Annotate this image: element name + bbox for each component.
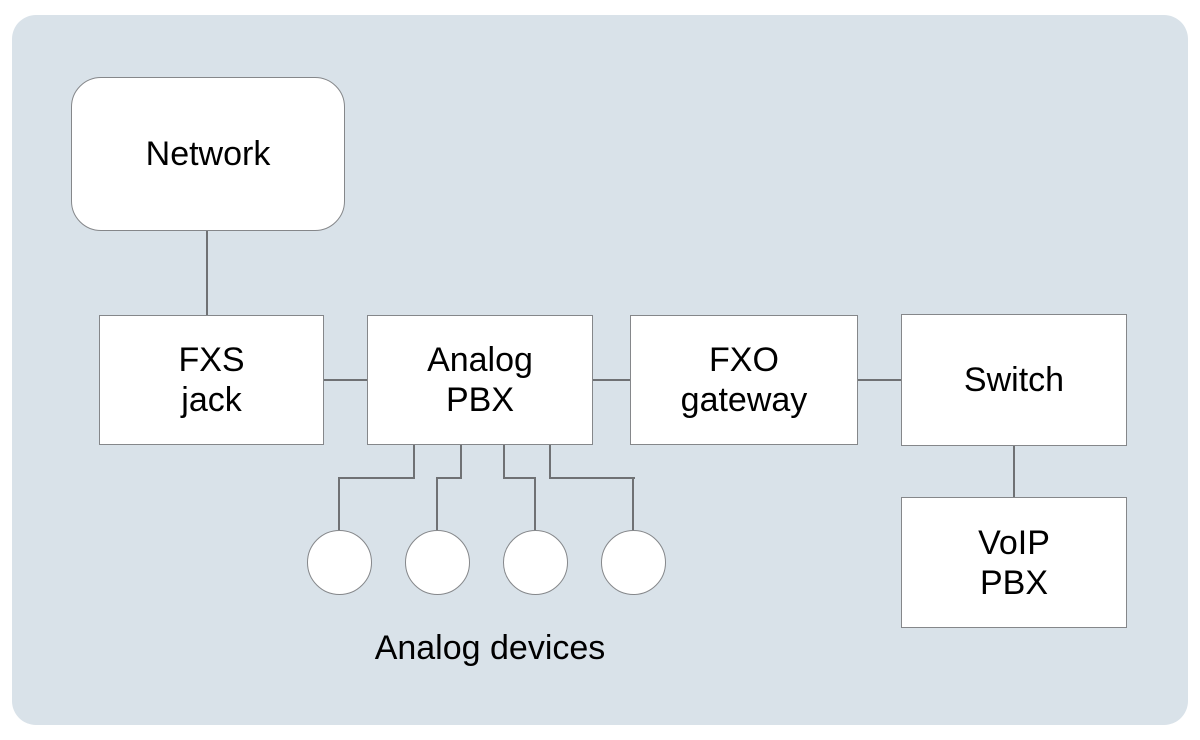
connector-pbx-device3-elbow <box>503 477 536 479</box>
connector-pbx-device4-stub <box>549 445 551 479</box>
connector-pbx-device1-elbow <box>338 477 415 479</box>
analog-pbx-node: Analog PBX <box>367 315 593 445</box>
connector-pbx-device4-elbow <box>549 477 635 479</box>
connector-pbx-device2-drop <box>436 477 438 530</box>
connector-pbx-device4-drop <box>632 477 634 530</box>
analog-devices-label: Analog devices <box>374 629 606 667</box>
connector-network-fxs <box>206 231 208 315</box>
switch-node-label: Switch <box>963 361 1065 399</box>
connector-switch-voip <box>1013 446 1015 497</box>
connector-pbx-device3-stub <box>503 445 505 479</box>
analog-device-circle-2 <box>405 530 470 595</box>
connector-fxo-switch <box>858 379 901 381</box>
connector-pbx-device1-stub <box>413 445 415 479</box>
switch-node: Switch <box>901 314 1127 446</box>
voip-pbx-node-label: VoIP PBX <box>978 523 1050 602</box>
connector-pbx-device2-stub <box>460 445 462 479</box>
network-node-label: Network <box>145 135 271 173</box>
connector-pbx-device1-drop <box>338 477 340 530</box>
network-node: Network <box>71 77 345 231</box>
connector-pbx-device3-drop <box>534 477 536 530</box>
connector-analogpbx-fxo <box>593 379 630 381</box>
connector-pbx-device2-elbow <box>436 477 462 479</box>
fxs-jack-node: FXS jack <box>99 315 324 445</box>
voip-pbx-node: VoIP PBX <box>901 497 1127 628</box>
fxo-gateway-node: FXO gateway <box>630 315 858 445</box>
fxs-jack-node-label: FXS jack <box>178 341 245 419</box>
fxo-gateway-node-label: FXO gateway <box>680 341 808 419</box>
analog-device-circle-3 <box>503 530 568 595</box>
analog-device-circle-1 <box>307 530 372 595</box>
connector-fxs-analogpbx <box>324 379 367 381</box>
analog-pbx-node-label: Analog PBX <box>427 341 533 419</box>
analog-device-circle-4 <box>601 530 666 595</box>
